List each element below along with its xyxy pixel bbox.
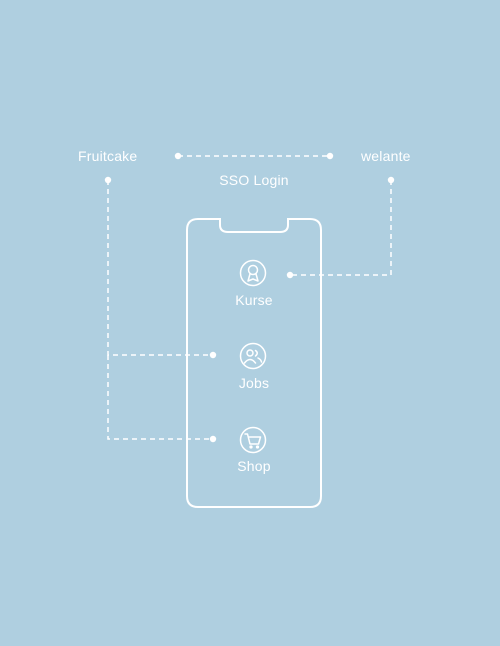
sso-dot-right [326,152,334,160]
fruitcake-dot [104,176,112,184]
shop-dot [209,435,217,443]
shopping-cart-icon [239,426,267,454]
phone-outline [186,218,322,508]
phone-item-jobs-label: Jobs [238,375,270,391]
node-fruitcake: Fruitcake [78,148,138,164]
jobs-dot [209,351,217,359]
phone-item-shop-label: Shop [237,458,271,474]
certificate-badge-icon [239,259,267,287]
welante-kurse-connector [290,180,392,276]
users-icon [239,342,267,370]
sso-login-label: SSO Login [219,172,289,188]
welante-dot [387,176,395,184]
kurse-dot [286,271,294,279]
fruitcake-jobs-connector [107,180,213,356]
sso-dot-left [174,152,182,160]
node-welante: welante [361,148,411,164]
phone-item-kurse-label: Kurse [235,292,273,308]
fruitcake-shop-connector [107,355,213,440]
